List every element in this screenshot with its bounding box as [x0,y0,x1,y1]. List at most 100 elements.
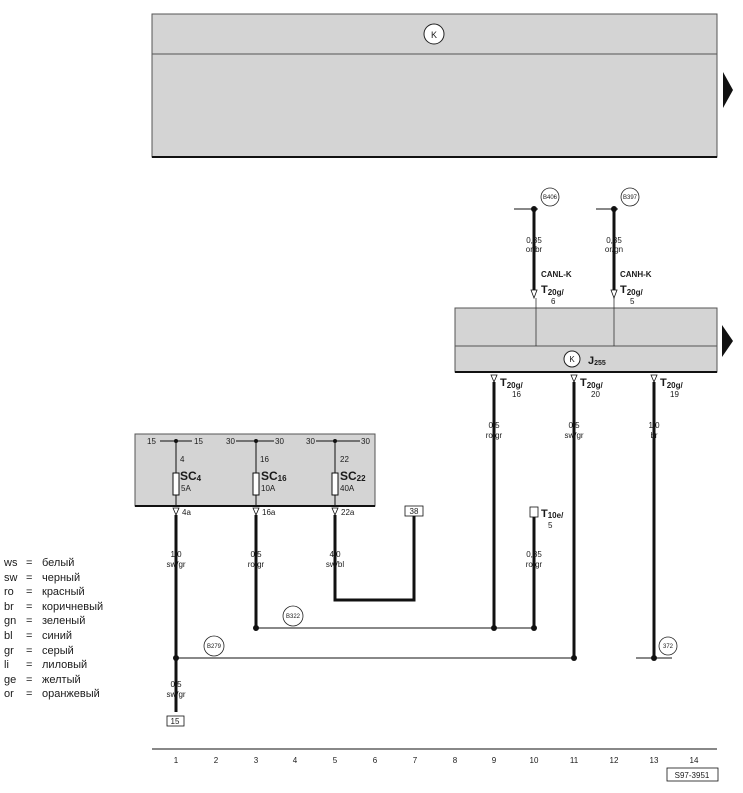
svg-text:8: 8 [453,756,458,765]
svg-text:2: 2 [214,756,219,765]
legend-row-ro: ro=красный [4,586,85,599]
legend-row-sw: sw=черный [4,571,81,584]
svg-text:6: 6 [551,297,556,306]
svg-text:B406: B406 [543,195,558,201]
svg-text:10A: 10A [261,484,276,493]
node-372 [658,636,678,656]
svg-text:4,0: 4,0 [329,550,341,559]
svg-text:0,5: 0,5 [170,680,182,689]
svg-text:ro/gr: ro/gr [486,431,503,440]
svg-text:30: 30 [226,437,235,446]
t10e-connector-icon [529,506,539,518]
svg-text:19: 19 [670,390,679,399]
fuse-output-wires: 4a 1,0 sw/gr 16a 0,5 ro/gr 22a 4,0 sw/bl… [166,505,424,712]
svg-text:22: 22 [340,455,349,464]
fuse-sc16-icon [252,472,260,496]
svg-text:4: 4 [293,756,298,765]
svg-text:0,35: 0,35 [526,550,542,559]
j255-name: J255 [588,355,606,367]
j255-continue-arrow-icon [722,325,733,357]
svg-text:CANL-K: CANL-K [541,270,572,279]
svg-text:13: 13 [650,756,659,765]
svg-text:12: 12 [610,756,619,765]
header-continue-arrow-icon [723,72,733,108]
svg-text:5A: 5A [181,484,191,493]
svg-text:6: 6 [373,756,378,765]
svg-text:15: 15 [194,437,203,446]
svg-text:0,5: 0,5 [488,421,500,430]
svg-text:30: 30 [275,437,284,446]
fuse-box: 15 15 30 30 30 30 4 SC4 5A 16 SC16 10A 2… [134,433,376,507]
svg-text:16a: 16a [262,508,276,517]
legend-row-gr: gr=серый [4,644,74,657]
svg-text:30: 30 [306,437,315,446]
svg-text:ro/gr: ro/gr [526,560,543,569]
connector-t10e: T10e/ 5 0,35 ro/gr [526,506,564,628]
svg-text:22a: 22a [341,508,355,517]
legend-row-bl: bl=синий [4,629,73,642]
svg-text:1: 1 [174,756,179,765]
fuse-sc22-label: SC22 [340,469,366,483]
fuse-sc22-icon [331,472,339,496]
j255-k-label: K [569,355,575,364]
fuse-sc16-label: SC16 [261,469,287,483]
legend-row-gn: gn=зеленый [4,615,86,628]
svg-text:38: 38 [410,507,419,516]
legend-row-br: br=коричневый [4,600,104,613]
pin-t20g-20: T20g/ [580,377,604,390]
svg-text:14: 14 [690,756,699,765]
color-legend: ws=белый sw=черный ro=красный br=коричне… [4,556,103,702]
header-k-symbol [423,23,445,45]
bottom-ruler: 1 2 3 4 5 6 7 8 9 10 11 12 13 14 S97-395… [152,748,719,782]
svg-text:16: 16 [512,390,521,399]
svg-text:30: 30 [361,437,370,446]
svg-text:or/gn: or/gn [605,245,623,254]
svg-text:B279: B279 [207,644,222,650]
header-block: K [151,13,733,158]
svg-text:1,0: 1,0 [648,421,660,430]
j255-k-symbol [563,350,581,368]
pin-t20g-5: T20g/ [620,284,644,297]
svg-text:16: 16 [260,455,269,464]
svg-text:7: 7 [413,756,418,765]
svg-text:0,5: 0,5 [250,550,262,559]
svg-text:9: 9 [492,756,497,765]
ref-box-15 [166,715,185,727]
control-unit-j255: K J255 [454,298,733,373]
legend-row-ws: ws=белый [4,557,75,569]
svg-text:sw/gr: sw/gr [166,560,185,569]
pin-t20g-6: T20g/ [541,284,565,297]
t10e-label: T10e/ [541,508,564,520]
node-b322 [282,605,304,627]
svg-text:40A: 40A [340,484,355,493]
pin-t20g-16: T20g/ [500,377,524,390]
node-b397 [620,187,640,207]
svg-text:B322: B322 [286,614,301,620]
fuse-sc4-label: SC4 [180,469,202,483]
svg-text:S97-3951: S97-3951 [675,771,710,780]
svg-text:5: 5 [333,756,338,765]
svg-text:0,35: 0,35 [526,236,542,245]
svg-text:0,35: 0,35 [606,236,622,245]
svg-text:B397: B397 [623,195,638,201]
svg-text:sw/bl: sw/bl [326,560,344,569]
svg-text:3: 3 [254,756,259,765]
svg-text:5: 5 [548,521,553,530]
svg-text:15: 15 [171,717,180,726]
svg-text:4: 4 [180,455,185,464]
legend-row-li: li=лиловый [4,659,88,672]
svg-text:ro/gr: ro/gr [248,560,265,569]
svg-text:20: 20 [591,390,600,399]
header-k-label: K [431,30,437,40]
ref-box-38 [404,505,424,517]
connection-lines: B322 B279 372 0,5 sw/gr 15 [166,605,678,727]
svg-text:10: 10 [530,756,539,765]
legend-row-ge: ge=желтый [4,673,81,686]
svg-text:sw/gr: sw/gr [564,431,583,440]
svg-text:or/br: or/br [526,245,543,254]
fuse-sc4-icon [172,472,180,496]
svg-text:11: 11 [570,756,579,765]
svg-text:0,5: 0,5 [568,421,580,430]
legend-row-or: or=оранжевый [4,688,100,701]
